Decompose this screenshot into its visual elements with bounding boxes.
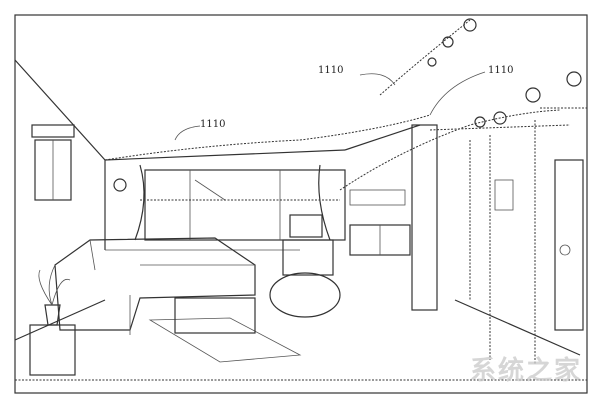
left-window [31, 124, 75, 201]
back-window [134, 164, 346, 241]
leader-line [429, 71, 486, 116]
partitions [411, 120, 584, 365]
cabinets [349, 189, 411, 256]
side-table [29, 264, 76, 376]
reference-label: 1110 [318, 65, 344, 76]
drawing-frame [14, 14, 588, 394]
sofa [54, 237, 256, 335]
coffee-table [148, 297, 302, 363]
tv-stand [269, 214, 341, 318]
watermark: 系统之家 [469, 356, 582, 386]
leader-line [359, 73, 396, 86]
leader-line [174, 125, 201, 141]
beacon-string [104, 18, 582, 201]
reference-label: 1110 [488, 65, 514, 76]
room-walls [14, 59, 587, 381]
reference-label: 1110 [200, 119, 226, 130]
